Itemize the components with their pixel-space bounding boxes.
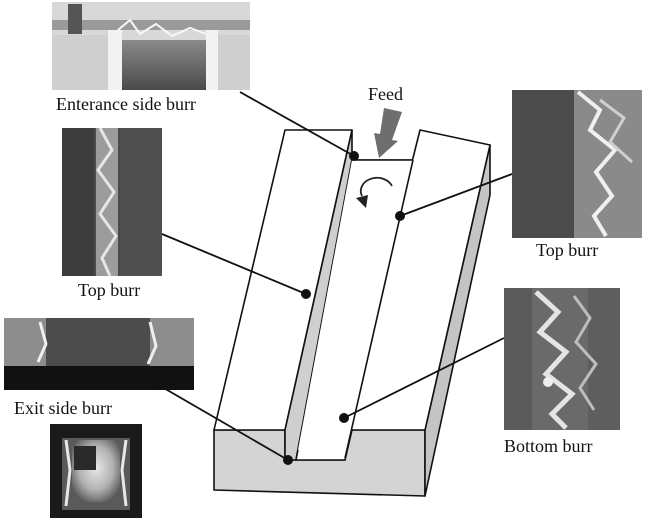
sem-exit-side-burr [4,318,194,390]
bottom-burr-label: Bottom burr [504,436,593,456]
dot-top-left [301,289,311,299]
entrance-side-burr-label: Enterance side burr [56,94,196,114]
top-burr-right-label: Top burr [536,240,598,260]
dot-bottom [339,413,349,423]
sem-top-burr-right [512,90,642,238]
leader-lines [149,91,513,461]
sem-top-burr-left [62,127,162,277]
slot-floor-top [298,160,413,450]
leader-top-left [161,233,307,295]
down-arrow-icon [374,108,402,158]
workpiece [213,129,491,497]
dot-exit [283,455,293,465]
leader-top-right [399,173,513,217]
clockwise-rotation-icon [356,176,393,208]
top-burr-left-label: Top burr [78,280,140,300]
slot-right-edge [344,159,414,459]
dot-entrance [349,151,359,161]
leader-exit [149,379,289,461]
sem-slot-cross-section [50,424,142,518]
sem-entrance-burr [52,2,250,90]
sem-bottom-burr [504,288,620,430]
feed-label: Feed [368,84,403,104]
dot-top-right [395,211,405,221]
marker-dots [283,151,405,465]
leader-bottom [343,337,505,419]
leader-entrance [239,91,355,157]
exit-side-burr-label: Exit side burr [14,398,112,418]
